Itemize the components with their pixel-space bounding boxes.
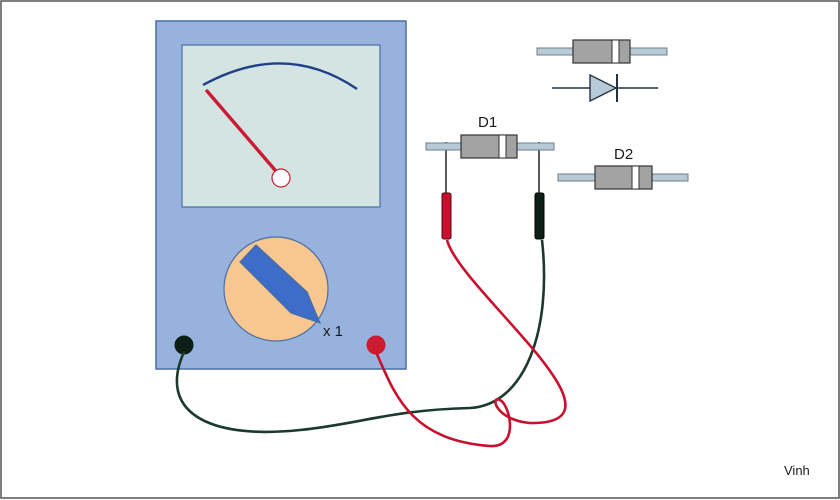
diode-d1-label: D1 bbox=[478, 114, 497, 131]
diode-d2-label: D2 bbox=[614, 146, 633, 163]
reference-diode-cathode-band bbox=[611, 39, 620, 64]
red-probe-handle bbox=[441, 192, 452, 240]
scale-arc bbox=[202, 62, 358, 90]
needle bbox=[205, 89, 283, 179]
red-probe[interactable] bbox=[441, 142, 452, 240]
diode-symbol bbox=[552, 73, 658, 103]
diode-symbol-anode-triangle bbox=[589, 73, 618, 103]
reference-diode bbox=[536, 39, 668, 64]
diode-d2: D2 bbox=[557, 146, 689, 190]
range-label: x 1 bbox=[323, 323, 343, 340]
range-selector-knob[interactable] bbox=[239, 244, 322, 325]
diode-d1-body bbox=[460, 134, 518, 159]
diode-d2-body bbox=[594, 165, 653, 190]
com-jack[interactable] bbox=[174, 335, 194, 355]
input-jack[interactable] bbox=[366, 335, 386, 355]
black-probe-handle bbox=[534, 192, 545, 240]
multimeter: x 1 bbox=[155, 20, 407, 370]
diode-d1-cathode-band bbox=[498, 134, 507, 159]
black-probe[interactable] bbox=[534, 142, 545, 240]
black-test-lead bbox=[175, 239, 546, 434]
red-test-lead bbox=[374, 239, 567, 448]
diode-d1: D1 bbox=[425, 114, 555, 159]
diode-d2-cathode-band bbox=[631, 165, 640, 190]
author-credit: Vinh bbox=[784, 463, 810, 478]
needle-pivot bbox=[271, 168, 291, 188]
reference-diode-body bbox=[572, 39, 631, 64]
